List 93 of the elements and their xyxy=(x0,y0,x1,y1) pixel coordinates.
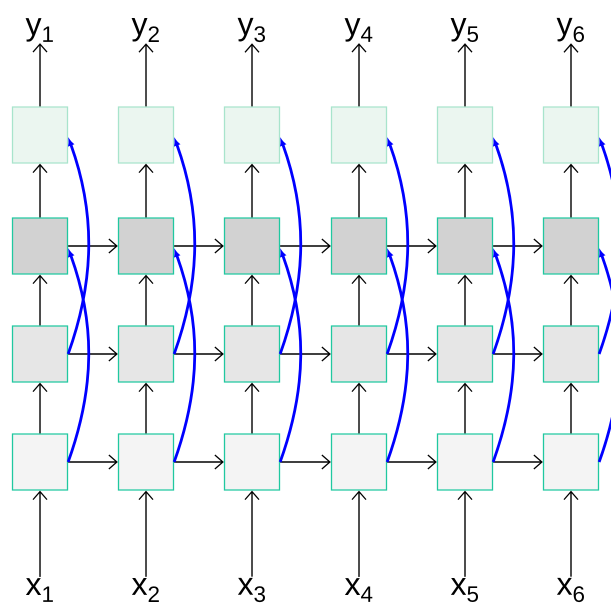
output-box xyxy=(542,106,600,164)
arrow xyxy=(493,454,543,470)
arrow xyxy=(387,346,437,362)
arrow xyxy=(280,454,331,470)
output-box xyxy=(436,106,494,164)
hidden-state-box xyxy=(224,433,280,491)
arrow xyxy=(493,238,543,254)
hidden-state-box xyxy=(224,217,280,275)
sequence-label: y$_{1}$ xyxy=(26,18,53,42)
hidden-state-box xyxy=(12,217,68,275)
skip-connection-arrow xyxy=(172,250,196,462)
arrow xyxy=(174,346,224,362)
arrow xyxy=(458,382,472,434)
hidden-state-box xyxy=(224,325,280,383)
sequence-label: x$_{5}$ xyxy=(450,578,478,602)
hidden-state-box xyxy=(542,217,600,275)
skip-connection-arrow xyxy=(598,250,611,462)
arrow xyxy=(352,164,366,218)
arrow xyxy=(244,382,260,434)
skip-connection-arrow xyxy=(386,250,410,462)
arrow xyxy=(244,43,260,106)
sequence-label: y$_{3}$ xyxy=(238,18,265,42)
skip-connection-arrow xyxy=(66,250,90,462)
arrow xyxy=(493,346,543,362)
arrow xyxy=(138,382,154,434)
arrow xyxy=(244,164,260,218)
arrow xyxy=(174,238,224,254)
arrow xyxy=(352,274,366,326)
arrow xyxy=(458,274,472,326)
arrow xyxy=(174,454,224,470)
skip-connection-arrow xyxy=(598,139,611,354)
skip-connection-arrow xyxy=(172,139,196,354)
arrow xyxy=(280,346,331,362)
sequence-label: y$_{4}$ xyxy=(344,18,372,42)
arrow xyxy=(68,346,118,362)
arrow xyxy=(138,274,154,326)
arrow xyxy=(564,490,578,577)
arrow xyxy=(564,382,578,434)
hidden-state-box xyxy=(436,433,494,491)
arrow xyxy=(138,490,154,577)
arrow xyxy=(32,43,48,106)
arrow xyxy=(244,274,260,326)
arrow xyxy=(32,274,48,326)
hidden-state-box xyxy=(436,217,494,275)
sequence-label: y$_{6}$ xyxy=(556,18,584,42)
sequence-label: x$_{4}$ xyxy=(344,578,372,602)
output-box xyxy=(12,106,68,164)
hidden-state-box xyxy=(118,325,174,383)
hidden-state-box xyxy=(542,433,600,491)
arrow xyxy=(387,238,437,254)
arrow xyxy=(32,490,48,577)
arrow xyxy=(458,164,472,218)
sequence-label: x$_{1}$ xyxy=(26,578,53,602)
arrow xyxy=(458,43,472,106)
hidden-state-box xyxy=(436,325,494,383)
arrow xyxy=(32,382,48,434)
hidden-state-box xyxy=(12,433,68,491)
hidden-state-box xyxy=(330,325,388,383)
skip-connection-arrow xyxy=(492,139,516,354)
hidden-state-box xyxy=(330,217,388,275)
hidden-state-box xyxy=(542,325,600,383)
arrow xyxy=(564,43,578,106)
arrow xyxy=(352,43,366,106)
skip-connection-arrow xyxy=(278,250,302,462)
arrow xyxy=(564,274,578,326)
arrow xyxy=(387,454,437,470)
arrow xyxy=(280,238,331,254)
output-box xyxy=(330,106,388,164)
sequence-label: x$_{2}$ xyxy=(132,578,159,602)
hidden-state-box xyxy=(12,325,68,383)
arrow xyxy=(32,164,48,218)
hidden-state-box xyxy=(330,433,388,491)
arrow xyxy=(352,382,366,434)
sequence-label: y$_{2}$ xyxy=(132,18,159,42)
arrow xyxy=(564,164,578,218)
hidden-state-box xyxy=(118,433,174,491)
sequence-label: x$_{3}$ xyxy=(238,578,265,602)
arrow xyxy=(458,490,472,577)
arrow xyxy=(352,490,366,577)
arrow xyxy=(68,454,118,470)
output-box xyxy=(224,106,280,164)
arrow xyxy=(138,164,154,218)
hidden-state-box xyxy=(118,217,174,275)
arrow xyxy=(68,238,118,254)
skip-connection-arrow xyxy=(492,250,516,462)
output-box xyxy=(118,106,174,164)
sequence-label: x$_{6}$ xyxy=(556,578,584,602)
skip-connection-arrow xyxy=(66,139,90,354)
skip-connection-arrow xyxy=(278,139,302,354)
arrow xyxy=(244,490,260,577)
sequence-label: y$_{5}$ xyxy=(450,18,478,42)
arrow xyxy=(138,43,154,106)
skip-connection-arrow xyxy=(386,139,410,354)
